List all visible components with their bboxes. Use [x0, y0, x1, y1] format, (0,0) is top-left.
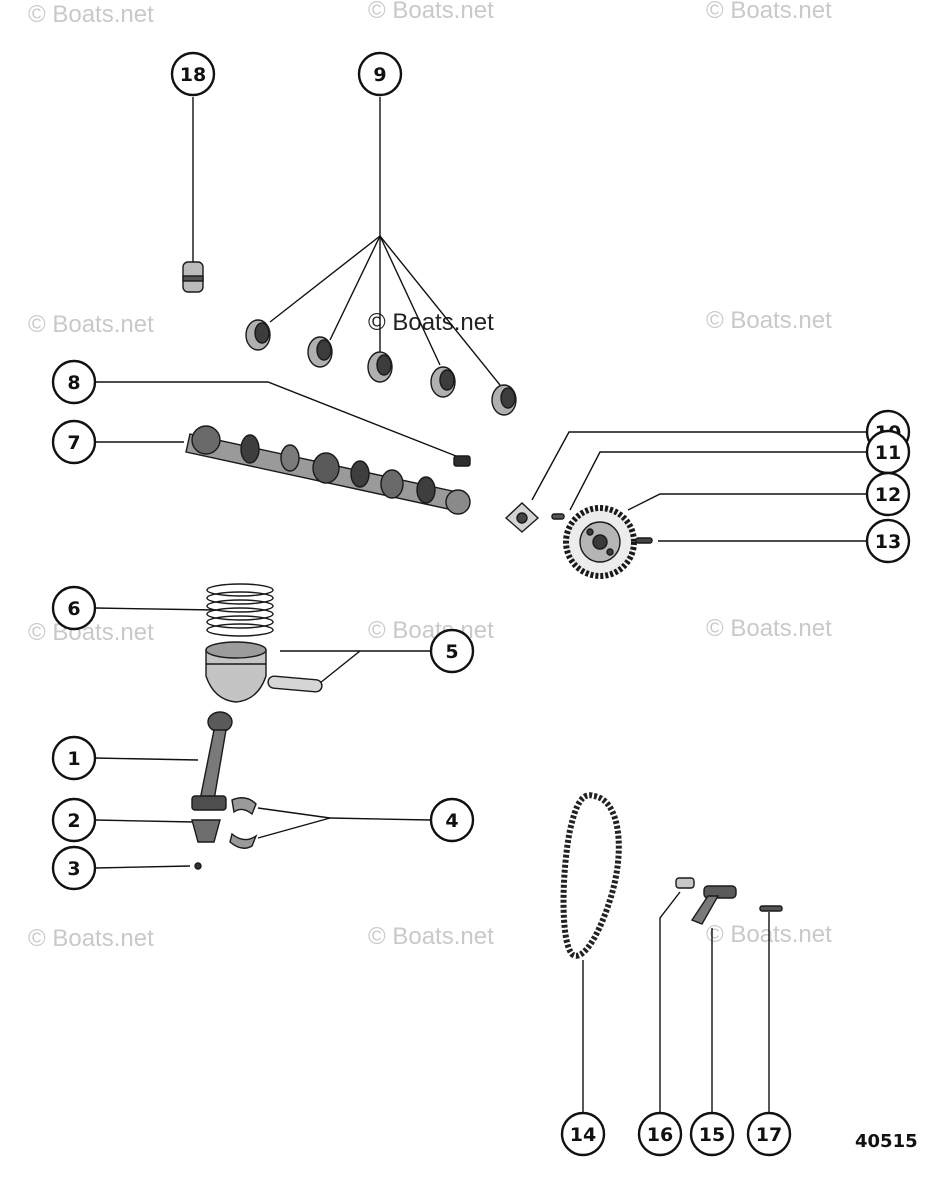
connecting-rod-part [191, 711, 233, 811]
callouts: 18 9 8 7 10 11 12 13 6 5 1 2 4 3 14 16 1… [51, 51, 911, 1157]
watermark: © Boats.net [28, 619, 154, 646]
callout-12-label: 12 [875, 484, 901, 506]
callout-8: 8 [51, 359, 97, 405]
callout-1: 1 [51, 735, 97, 781]
watermark: © Boats.net [706, 615, 832, 642]
callout-17-label: 17 [756, 1124, 782, 1146]
figure-number: 40515 [855, 1131, 918, 1152]
rod-nut-part [194, 862, 202, 870]
callout-6-label: 6 [67, 598, 80, 620]
callout-15-label: 15 [699, 1124, 725, 1146]
callout-12: 12 [865, 471, 911, 517]
camshaft-bearings-part [245, 319, 517, 416]
callout-6: 6 [51, 585, 97, 631]
watermark: © Boats.net [368, 309, 494, 336]
callout-4-label: 4 [445, 810, 458, 832]
watermark: © Boats.net [706, 307, 832, 334]
hydraulic-lifter-part [182, 261, 204, 293]
callout-14: 14 [560, 1111, 606, 1157]
sprocket-bolt-part [635, 537, 653, 544]
camshaft-part [185, 425, 471, 515]
rod-bearing-part [229, 797, 258, 849]
callout-7-label: 7 [67, 432, 80, 454]
callout-8-label: 8 [67, 372, 80, 394]
camshaft-key-part [453, 455, 471, 467]
callout-16: 16 [637, 1111, 683, 1157]
callout-9-label: 9 [373, 64, 386, 86]
timing-chain-part [560, 792, 622, 959]
callout-18-label: 18 [180, 64, 206, 86]
camshaft-sprocket-part [563, 505, 637, 579]
watermark: © Boats.net [28, 1, 154, 28]
callout-16-label: 16 [647, 1124, 673, 1146]
callout-5: 5 [429, 628, 475, 674]
dowel-pin-part [551, 513, 565, 520]
tensioner-arm-part [690, 885, 737, 925]
callout-13-label: 13 [875, 531, 901, 553]
callout-3: 3 [51, 845, 97, 891]
callout-11-label: 11 [875, 442, 901, 464]
callout-9: 9 [357, 51, 403, 97]
callout-4: 4 [429, 797, 475, 843]
callout-2-label: 2 [67, 810, 80, 832]
piston-pin-part [267, 675, 323, 693]
piston-rings-part [206, 583, 274, 637]
leader-lines [94, 97, 866, 1114]
callout-15: 15 [689, 1111, 735, 1157]
callout-18: 18 [170, 51, 216, 97]
callout-11: 11 [865, 429, 911, 475]
bolt-part [759, 905, 783, 912]
callout-2: 2 [51, 797, 97, 843]
callout-3-label: 3 [67, 858, 80, 880]
watermark: © Boats.net [706, 0, 832, 24]
callout-17: 17 [746, 1111, 792, 1157]
watermark: © Boats.net [368, 0, 494, 24]
piston-part [205, 641, 267, 703]
callout-5-label: 5 [445, 641, 458, 663]
watermarks: © Boats.net © Boats.net © Boats.net © Bo… [28, 0, 832, 952]
watermark: © Boats.net [368, 923, 494, 950]
watermark: © Boats.net [28, 925, 154, 952]
callout-7: 7 [51, 419, 97, 465]
callout-14-label: 14 [570, 1124, 596, 1146]
rod-cap-part [191, 819, 221, 843]
watermark: © Boats.net [368, 617, 494, 644]
callout-13: 13 [865, 518, 911, 564]
callout-1-label: 1 [67, 748, 80, 770]
thrust-plate-part [504, 502, 540, 533]
watermark: © Boats.net [28, 311, 154, 338]
spacer-part [675, 877, 695, 889]
